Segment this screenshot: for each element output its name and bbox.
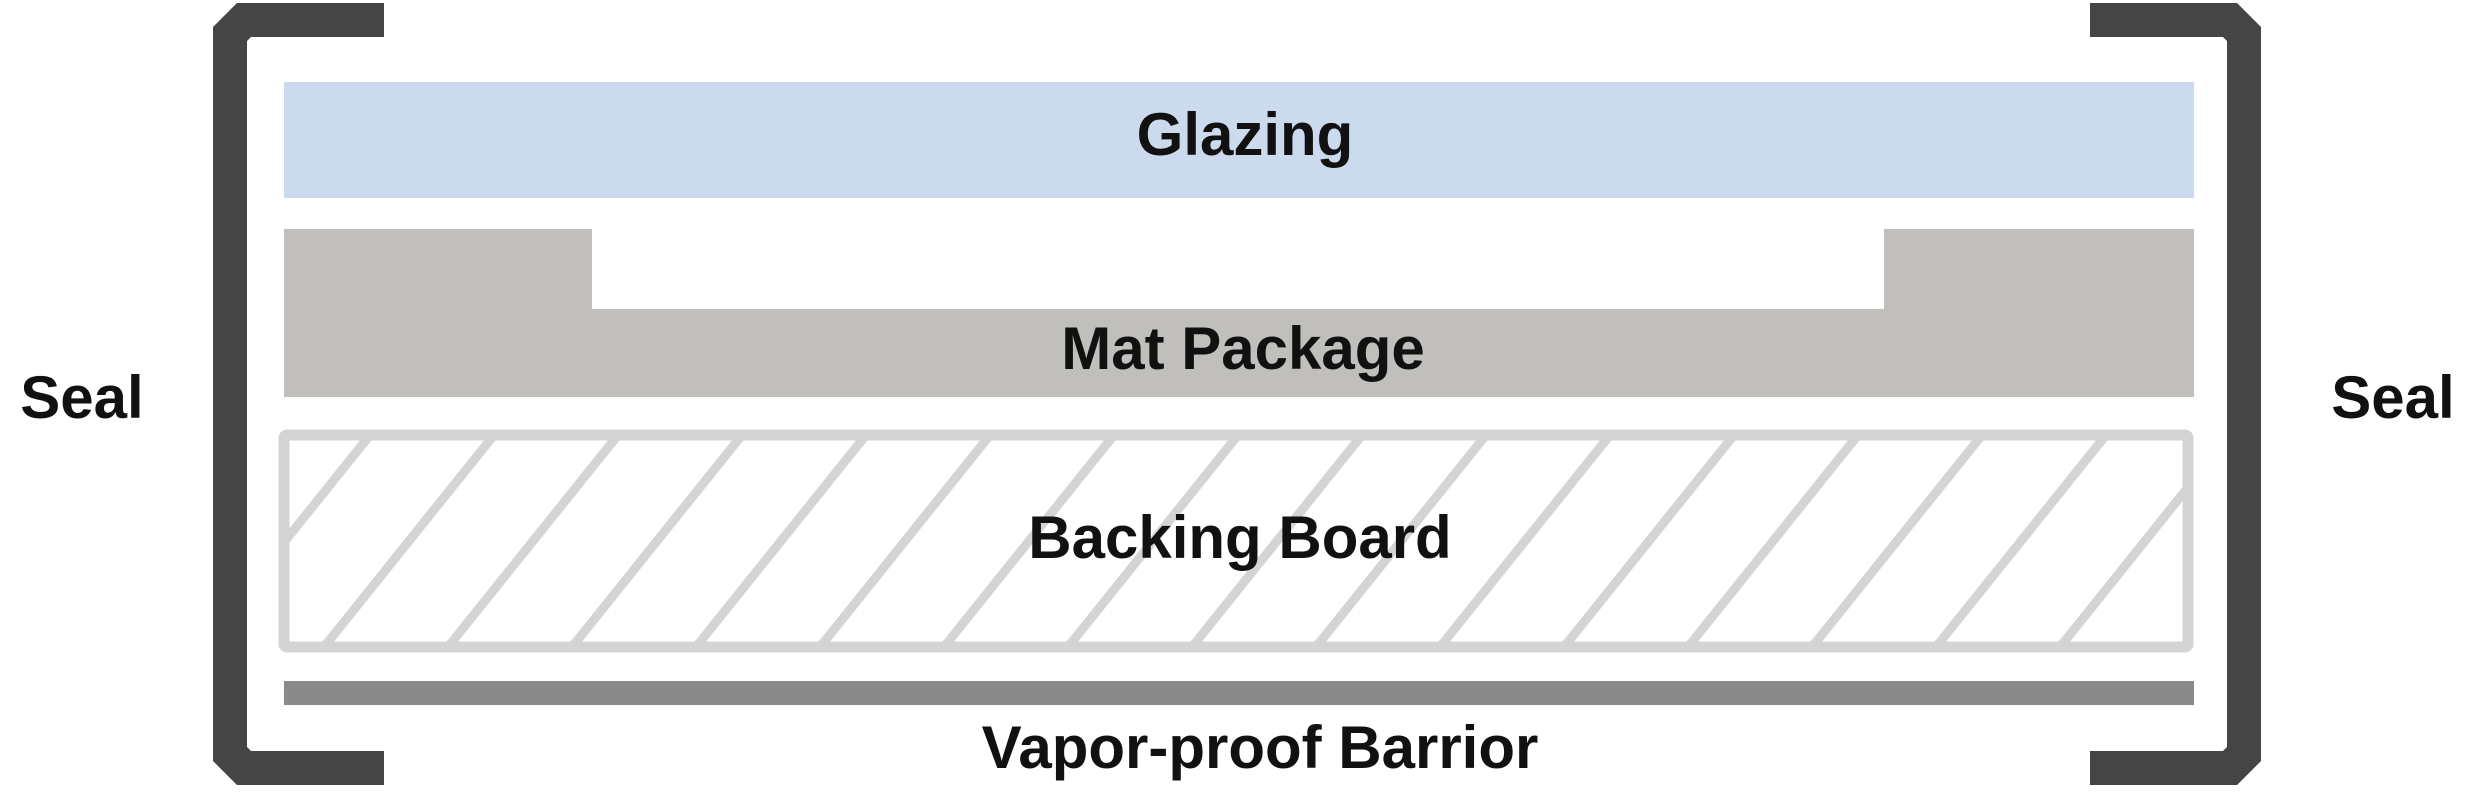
- glazing-label: Glazing: [1137, 101, 1354, 168]
- hatch-line: [2308, 435, 2474, 647]
- vapor-barrier-label: Vapor-proof Barrior: [982, 714, 1539, 781]
- backing-board-label: Backing Board: [1028, 504, 1451, 571]
- hatch-line: [1932, 435, 2110, 647]
- hatch-line: [444, 435, 622, 647]
- hatch-line: [1436, 435, 1614, 647]
- seal-right-label: Seal: [2331, 364, 2454, 431]
- hatch-line: [692, 435, 870, 647]
- hatch-line: [816, 435, 994, 647]
- hatch-line: [940, 435, 1118, 647]
- hatch-line: [320, 435, 498, 647]
- hatch-line: [1064, 435, 1242, 647]
- mat-package-label: Mat Package: [1061, 315, 1425, 382]
- hatch-line: [568, 435, 746, 647]
- seal-right-bracket: [2090, 3, 2261, 785]
- hatch-line: [2180, 634, 2188, 647]
- glazing-layer: [284, 82, 2194, 198]
- mat-package-layer: [284, 229, 2194, 397]
- hatch-line: [1684, 435, 1862, 647]
- seal-left-bracket: [213, 3, 384, 785]
- vapor-barrier-layer: [284, 681, 2194, 705]
- hatch-line: [2056, 480, 2188, 647]
- hatch-line: [1560, 435, 1738, 647]
- backing-board-layer: [278, 429, 2474, 653]
- hatch-line: [1188, 435, 1366, 647]
- hatch-line: [1808, 435, 1986, 647]
- seal-left-label: Seal: [20, 364, 143, 431]
- hatch-line: [1312, 435, 1490, 647]
